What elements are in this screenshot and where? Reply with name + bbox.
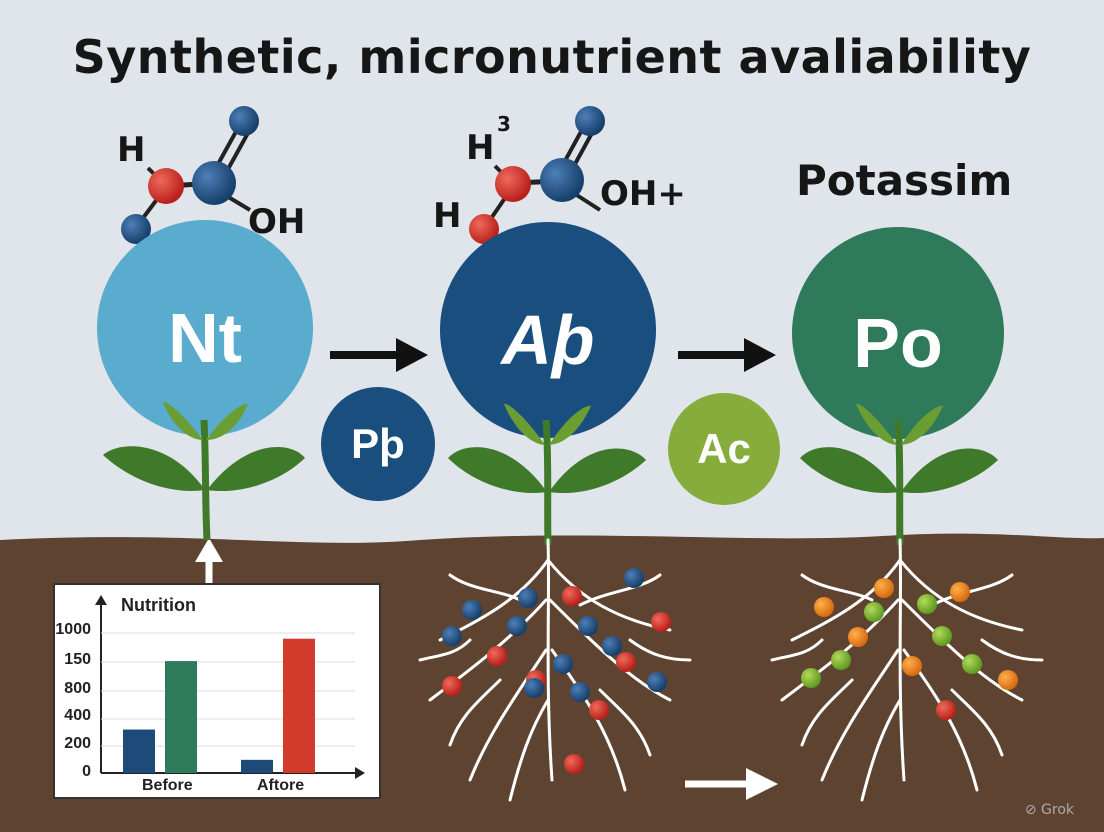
plant-left (103, 401, 305, 541)
y-tick-label: 150 (64, 651, 91, 668)
arrow-right-1 (330, 338, 428, 372)
y-axis-arrow (95, 595, 107, 605)
plant-right (800, 403, 998, 546)
circle-ab (440, 222, 656, 438)
mol-left-h: H (117, 130, 146, 170)
atom-blue (121, 214, 151, 244)
atom-blue (540, 158, 584, 202)
circle-nt-label: Nt (168, 299, 242, 377)
atom-blue (229, 106, 259, 136)
circle-po-label: Po (853, 304, 943, 382)
y-tick-label: 200 (64, 735, 91, 752)
circle-ac-label: Ac (697, 425, 751, 472)
atom-red (148, 168, 184, 204)
circle-ac (668, 393, 780, 505)
x-axis-arrow (355, 767, 365, 779)
circle-pb-label: Pþ (351, 420, 405, 467)
x-category-label: Aftore (257, 777, 305, 794)
watermark-text: Grok (1041, 802, 1074, 818)
nutrition-chart: Nutrition 1000 150 800 400 200 0 Before … (53, 583, 381, 799)
plant-middle (448, 403, 646, 546)
arrow-up (195, 538, 223, 585)
nutrient-beads-right (801, 578, 1018, 720)
mol-mid-sup: 3 (497, 112, 511, 136)
chart-bar (123, 729, 155, 773)
chart-bar (241, 759, 273, 773)
mol-mid-oh: OH+ (600, 174, 686, 214)
molecule-left (121, 106, 259, 244)
arrow-right-soil (685, 768, 778, 800)
chart-plot (95, 595, 365, 779)
mol-mid-h: H (433, 196, 462, 236)
nutrient-beads-middle (442, 568, 671, 774)
x-category-label: Before (142, 777, 193, 794)
atom-blue (192, 161, 236, 205)
circle-pb (321, 387, 435, 501)
chart-title: Nutrition (121, 595, 196, 615)
circle-nt (97, 220, 313, 436)
potassium-label: Potassim (796, 156, 1013, 205)
arrow-right-2 (678, 338, 776, 372)
atom-red (469, 214, 499, 244)
mol-mid-h3: H (466, 128, 495, 168)
atom-red (495, 166, 531, 202)
watermark: ⊘ Grok (1025, 802, 1074, 818)
chart-bar (165, 661, 197, 773)
roots-right (770, 538, 1044, 802)
circle-ab-label: Aþ (501, 301, 595, 379)
y-tick-label: 400 (64, 707, 91, 724)
circle-po (792, 227, 1004, 439)
diagram-title: Synthetic, micronutrient avaliability (72, 30, 1032, 84)
chart-bar (283, 638, 315, 773)
atom-blue (575, 106, 605, 136)
y-tick-label: 1000 (55, 621, 91, 638)
molecule-middle (469, 106, 605, 244)
mol-left-oh: OH (248, 202, 306, 242)
y-tick-label: 0 (82, 763, 91, 780)
grok-logo-icon: ⊘ (1024, 802, 1037, 818)
y-tick-label: 800 (64, 680, 91, 697)
